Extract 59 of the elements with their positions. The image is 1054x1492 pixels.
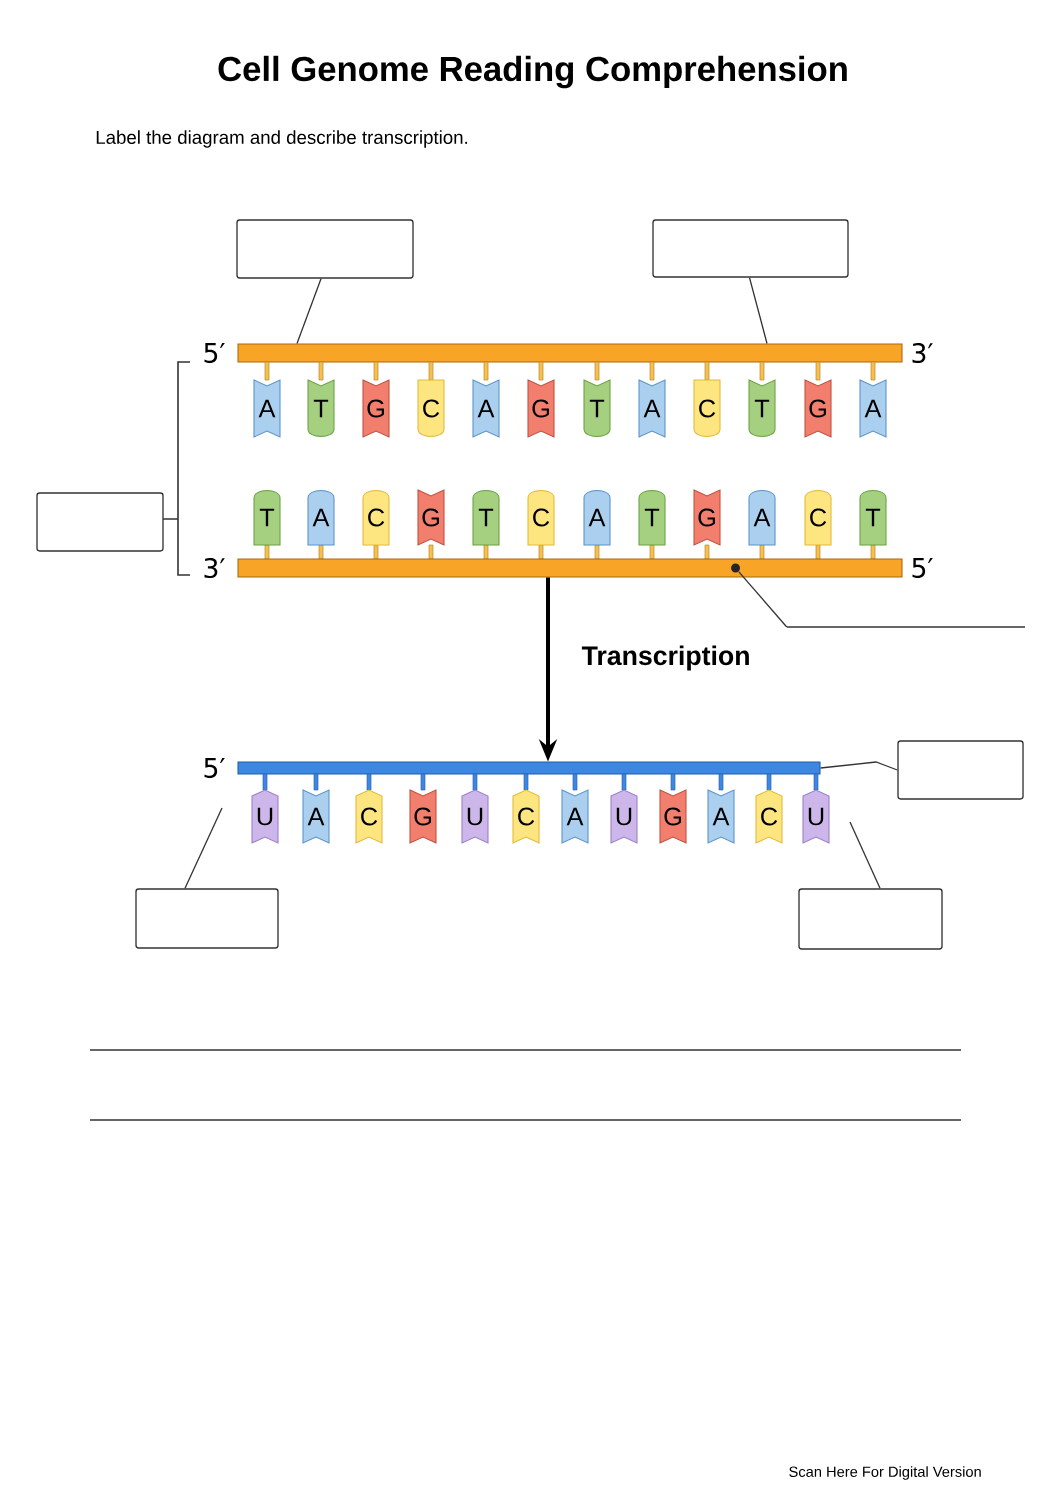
answer-box bbox=[236, 219, 414, 279]
nucleotide: A bbox=[561, 773, 589, 844]
strand-bar: 5′ 3′ bbox=[204, 342, 933, 364]
nucleotide: A bbox=[307, 489, 335, 560]
fill-in-line bbox=[786, 626, 1026, 628]
nucleotide: U bbox=[251, 773, 279, 844]
instruction-text: Label the diagram and describe transcription. bbox=[96, 130, 468, 148]
nucleotide: G bbox=[417, 489, 445, 560]
nucleotide: A bbox=[472, 361, 500, 438]
node-label: 3′ bbox=[912, 342, 933, 364]
answer-box bbox=[36, 492, 164, 552]
nucleotide: U bbox=[802, 773, 830, 844]
nucleotide: A bbox=[638, 361, 666, 438]
leader-line bbox=[296, 278, 322, 345]
nucleotide: T bbox=[583, 361, 611, 438]
nucleotide: T bbox=[307, 361, 335, 438]
nucleotide: A bbox=[583, 489, 611, 560]
answer-box bbox=[897, 740, 1024, 800]
nucleotide: C bbox=[512, 773, 540, 844]
nucleotide: C bbox=[755, 773, 783, 844]
nucleotide: U bbox=[610, 773, 638, 844]
nucleotide: G bbox=[527, 361, 555, 438]
nucleotide: T bbox=[253, 489, 281, 560]
nucleotide: G bbox=[693, 489, 721, 560]
nucleotide: G bbox=[659, 773, 687, 844]
strand-bar: 3′ 5′ bbox=[204, 557, 933, 579]
nucleotide: C bbox=[804, 489, 832, 560]
nucleotide: G bbox=[362, 361, 390, 438]
nucleotide: C bbox=[693, 361, 721, 438]
nucleotide: G bbox=[804, 361, 832, 438]
nucleotide: T bbox=[859, 489, 887, 560]
leader-line bbox=[849, 821, 881, 889]
footer-text: Scan Here For Digital Version bbox=[789, 1466, 981, 1480]
edge-label: Transcription bbox=[580, 644, 752, 672]
nucleotide: C bbox=[417, 361, 445, 438]
leader-line bbox=[748, 277, 768, 345]
node-label: 5′ bbox=[912, 558, 933, 578]
nucleotide: C bbox=[362, 489, 390, 560]
nucleotide: T bbox=[638, 489, 666, 560]
answer-box bbox=[135, 888, 279, 949]
node-label: 5′ bbox=[204, 758, 225, 778]
node-label: 5′ bbox=[204, 343, 225, 363]
title: Cell Genome Reading Comprehension bbox=[218, 55, 847, 89]
nucleotide: A bbox=[748, 489, 776, 560]
nucleotide: A bbox=[707, 773, 735, 844]
node-label: 3′ bbox=[204, 557, 225, 579]
nucleotide: C bbox=[527, 489, 555, 560]
leader-line bbox=[184, 807, 223, 889]
leader-line bbox=[819, 761, 898, 771]
nucleotide: U bbox=[461, 773, 489, 844]
nucleotide: T bbox=[748, 361, 776, 438]
nucleotide: A bbox=[302, 773, 330, 844]
nucleotide: G bbox=[409, 773, 437, 844]
nucleotide: C bbox=[355, 773, 383, 844]
answer-box bbox=[798, 888, 943, 950]
nucleotide: A bbox=[253, 361, 281, 438]
nucleotide: A bbox=[859, 361, 887, 438]
answer-box bbox=[652, 219, 849, 278]
nucleotide: T bbox=[472, 489, 500, 560]
